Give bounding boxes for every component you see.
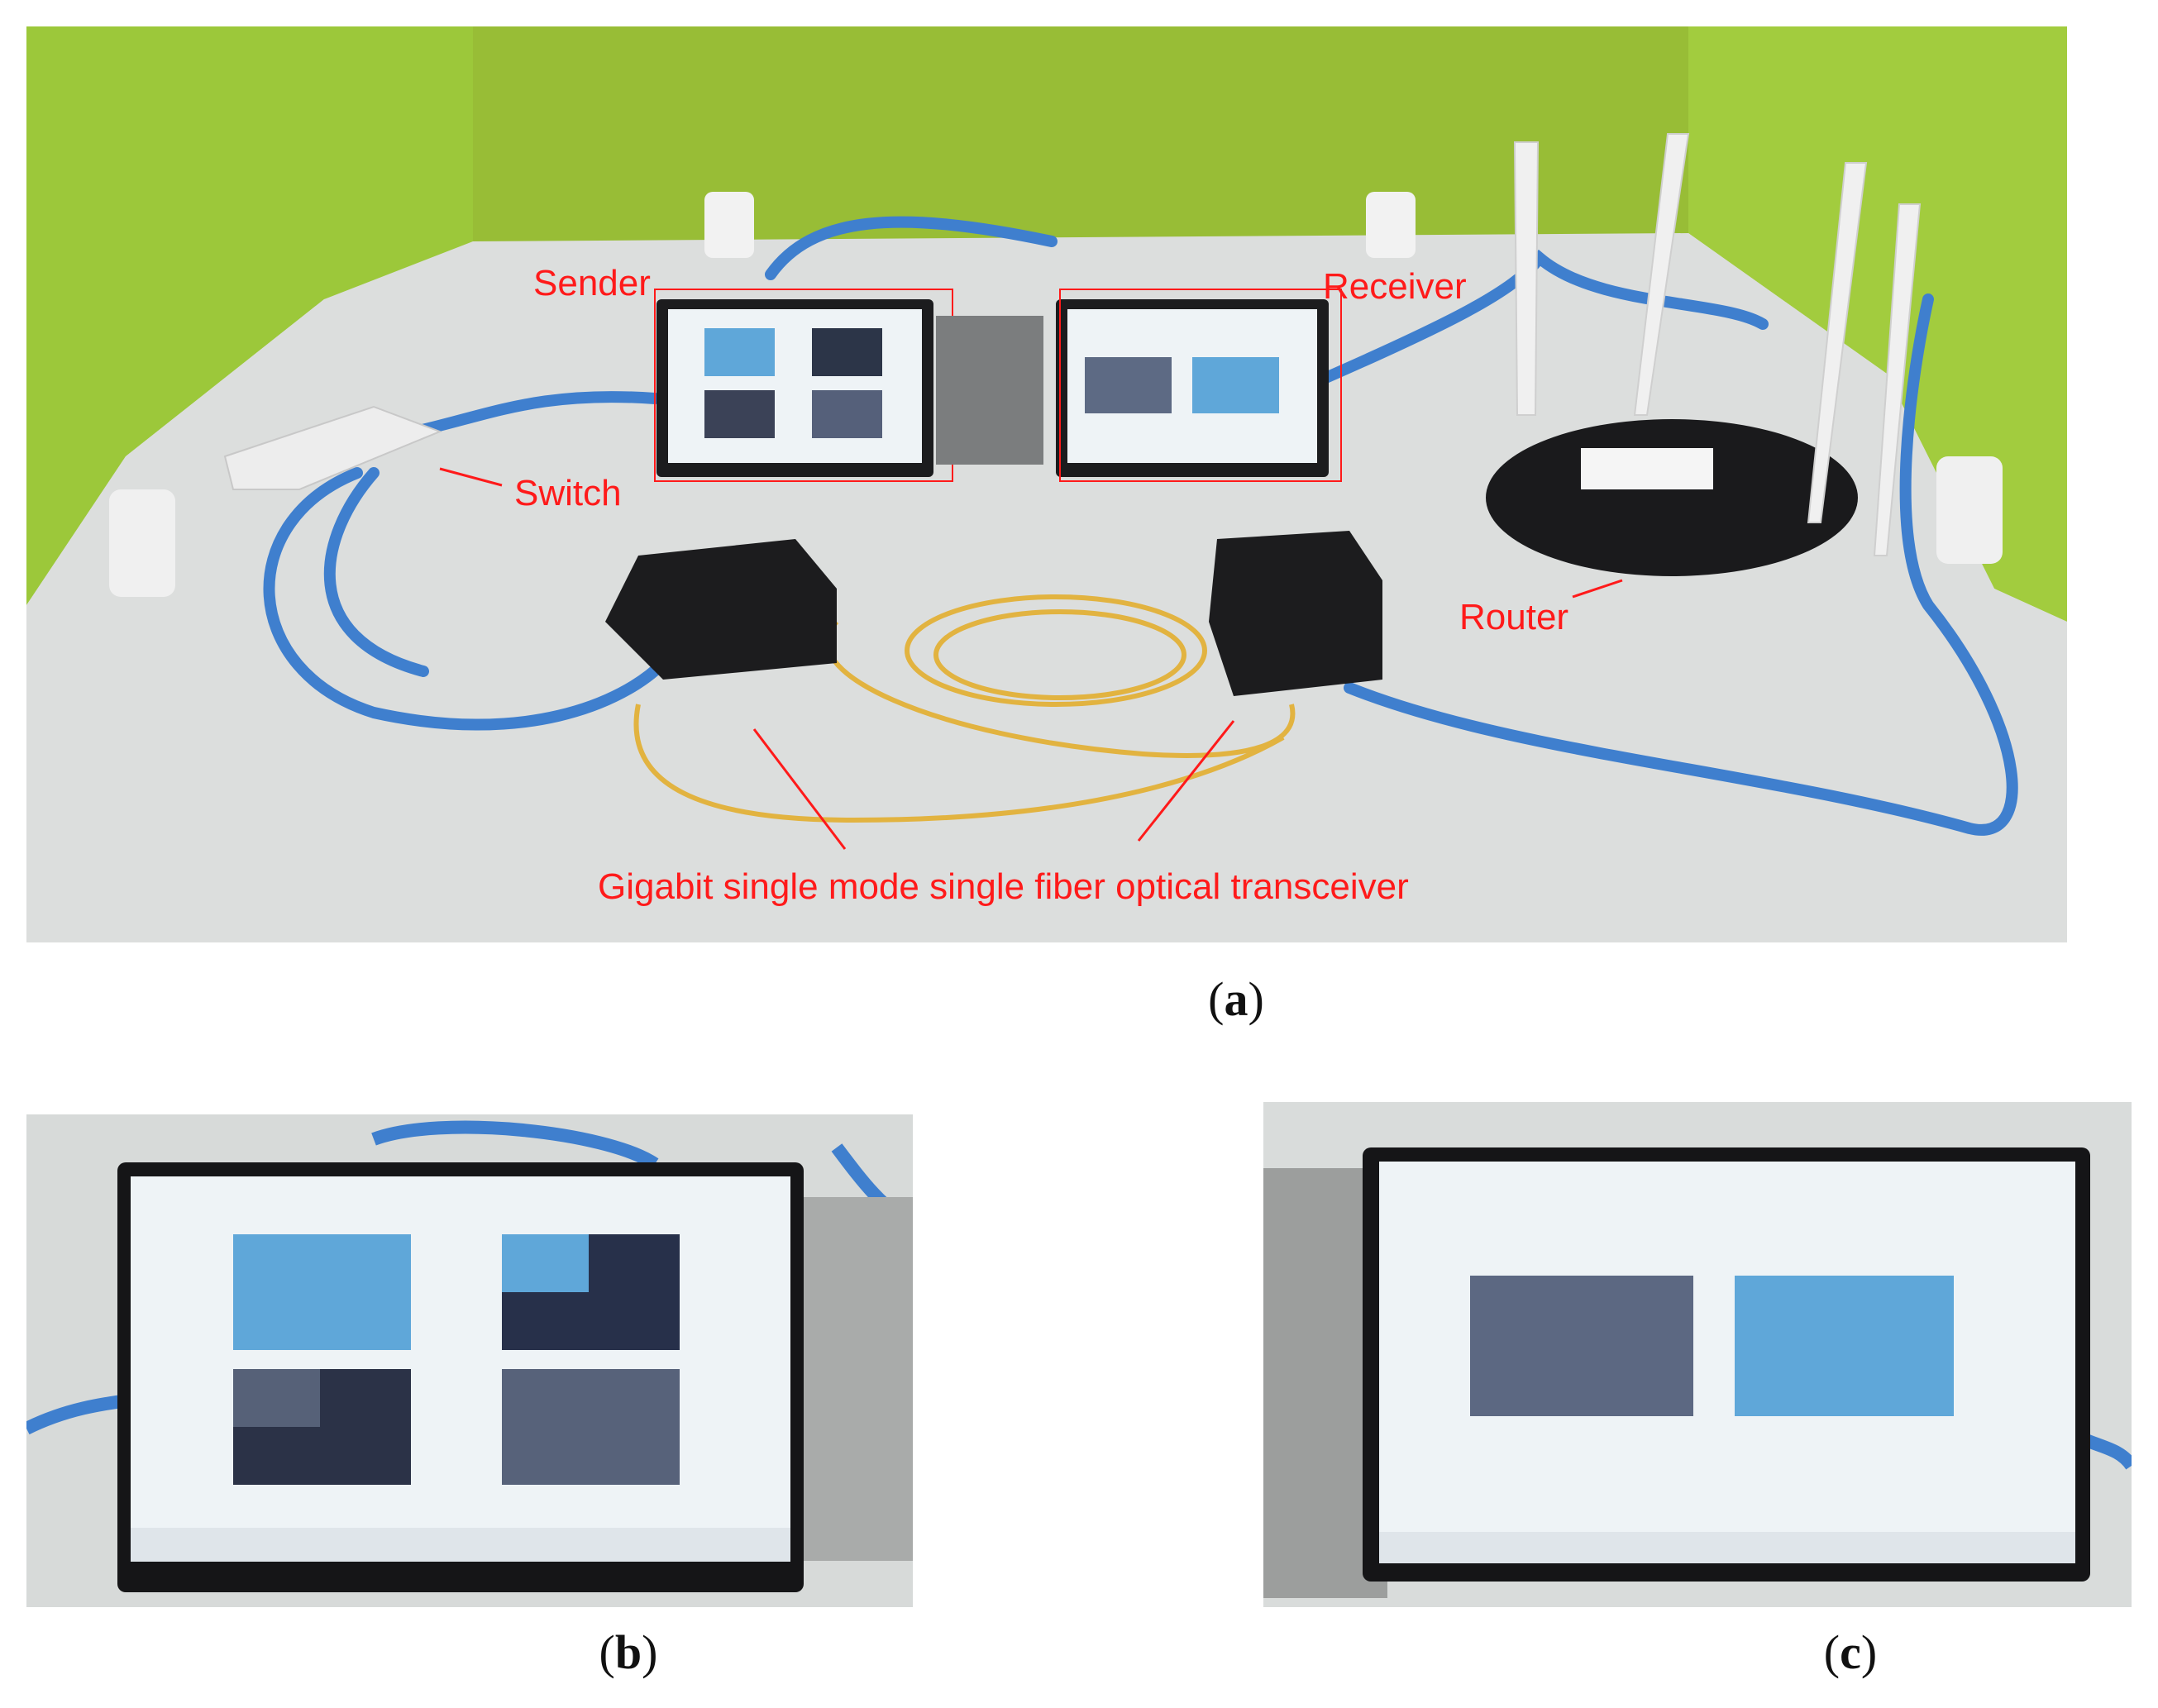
caption-a: (a) <box>1208 972 1264 1026</box>
encrypted-image <box>1470 1276 1693 1416</box>
ethernet-cables <box>263 216 2018 836</box>
annotation-arrows <box>439 467 1623 850</box>
receiver-decrypted-image <box>1192 357 1279 413</box>
panel-c-photo <box>1263 1102 2132 1607</box>
toolbar-strip <box>131 1528 790 1562</box>
panel-a-photo <box>26 26 2067 942</box>
partition-clip <box>704 192 754 258</box>
caption-c-letter: c <box>1840 1625 1861 1679</box>
label-receiver: Receiver <box>1323 266 1467 307</box>
noise-block <box>233 1369 320 1427</box>
sender-original-image <box>704 328 775 376</box>
receiver-highlight-box <box>1059 289 1342 482</box>
transceiver-sender <box>605 539 837 680</box>
router-antennas <box>1513 133 1922 556</box>
caption-b-letter: b <box>614 1625 642 1679</box>
fiber-cable <box>633 594 1296 823</box>
left-partition <box>26 26 473 605</box>
label-transceiver: Gigabit single mode single fiber optical… <box>598 866 1409 907</box>
sender-closeup-photo <box>26 1114 913 1607</box>
desk-surface <box>26 233 2067 942</box>
caption-b: (b) <box>599 1625 658 1679</box>
power-strip <box>936 316 1043 465</box>
receiver-closeup-photo <box>1263 1102 2132 1607</box>
back-partition <box>473 26 1688 241</box>
router-device <box>1486 419 1858 576</box>
partial-original-block <box>502 1234 589 1292</box>
router-sticker <box>1581 448 1713 489</box>
lab-setup-photo <box>26 26 2067 942</box>
transceiver-receiver <box>1209 531 1382 696</box>
caption-a-letter: a <box>1224 972 1248 1026</box>
sender-screen <box>131 1176 790 1562</box>
sender-partial-image <box>812 328 882 376</box>
partition-clip <box>1936 456 2003 564</box>
partition-clip <box>109 489 175 597</box>
decrypted-image <box>1735 1276 1954 1416</box>
label-sender: Sender <box>533 263 651 303</box>
sender-partial-image <box>704 390 775 438</box>
switch-device <box>223 405 442 490</box>
panel-b-photo <box>26 1114 913 1607</box>
sender-encrypted-image <box>812 390 882 438</box>
label-switch: Switch <box>514 473 622 513</box>
partition-clip <box>1366 192 1416 258</box>
original-image <box>233 1234 411 1350</box>
caption-c: (c) <box>1823 1625 1878 1679</box>
label-router: Router <box>1459 597 1569 637</box>
toolbar-strip <box>1379 1532 2075 1563</box>
receiver-encrypted-image <box>1085 357 1172 413</box>
encrypted-image <box>502 1369 680 1485</box>
